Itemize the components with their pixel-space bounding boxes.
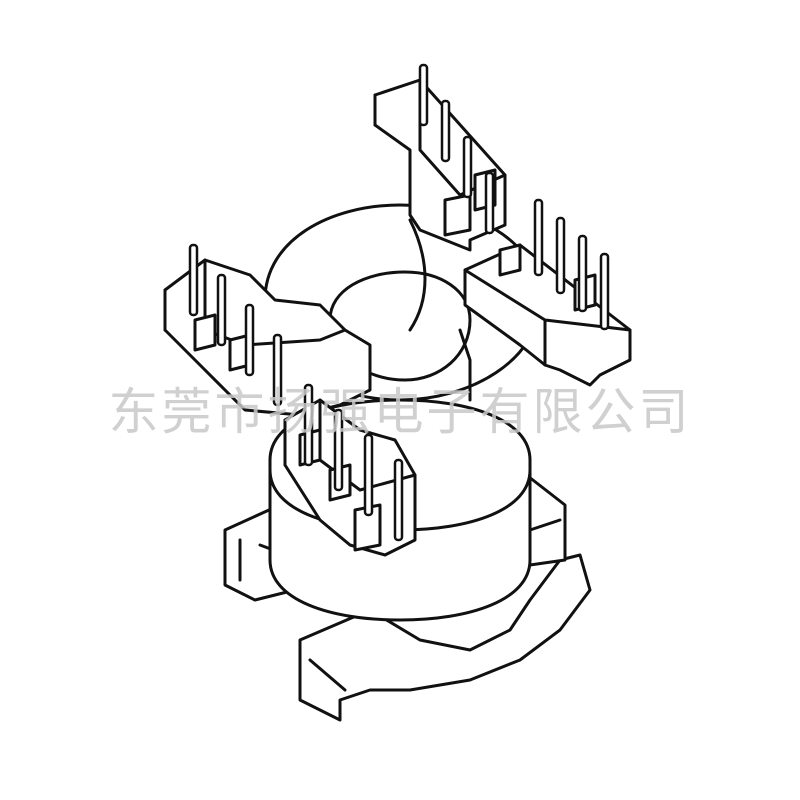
pin	[599, 252, 610, 331]
top-pins	[418, 63, 495, 235]
bottom-flange	[298, 553, 592, 722]
pin	[303, 383, 314, 467]
pin	[188, 243, 199, 317]
left-pins	[188, 243, 283, 407]
pin	[440, 99, 451, 163]
right-pins	[533, 198, 610, 331]
pin	[555, 216, 566, 295]
front-pins	[303, 383, 404, 542]
pin	[244, 303, 255, 377]
pin	[363, 433, 374, 517]
pin	[462, 135, 473, 199]
pin	[333, 408, 344, 492]
pin	[272, 333, 283, 407]
pin	[484, 171, 495, 235]
pin	[216, 273, 227, 347]
pin	[577, 234, 588, 313]
front-pin-header	[283, 398, 417, 557]
left-pin-header	[163, 258, 372, 417]
pin	[533, 198, 544, 277]
pin	[393, 458, 404, 542]
pin	[418, 63, 429, 127]
